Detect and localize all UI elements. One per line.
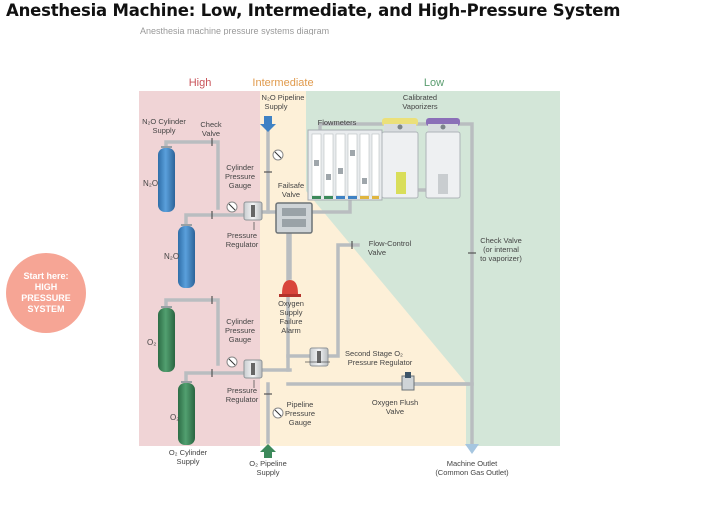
subtitle-clipped: Anesthesia machine pressure systems diag… <box>140 27 330 35</box>
cylinder-pressure-gauge-o2-icon <box>226 356 238 368</box>
vaporizer-1 <box>381 118 419 199</box>
n2o-cylinder-1: N₂O <box>143 146 175 212</box>
flowmeters-block <box>307 129 383 201</box>
oxygen-failure-alarm-icon <box>279 280 301 297</box>
pipeline-pressure-gauge-icon <box>272 407 284 419</box>
o2-cylinder-1: O₂ <box>147 306 175 372</box>
second-stage-regulator-icon <box>309 347 329 367</box>
machine-outlet-label: Machine Outlet(Common Gas Outlet) <box>435 459 509 477</box>
machine-outlet-arrow-icon <box>465 444 479 454</box>
n2o-pipeline-supply-arrow-icon <box>260 116 276 132</box>
n2o-pipeline-gauge-icon <box>272 149 284 161</box>
o2-cylinder-2: O₂ <box>170 381 195 445</box>
start-button-line2: HIGH PRESSURE <box>21 282 71 303</box>
oxygen-flush-valve-icon <box>401 372 415 391</box>
zone-label-low: Low <box>424 77 444 89</box>
vaporizer-2 <box>425 118 461 199</box>
failsafe-valve-icon <box>275 202 313 234</box>
n2o-cyl-1-label: N₂O <box>143 179 158 188</box>
page-title: Anesthesia Machine: Low, Intermediate, a… <box>6 1 621 20</box>
start-here-button[interactable]: Start here: HIGH PRESSURE SYSTEM <box>6 253 86 333</box>
label-pointers <box>253 222 330 388</box>
n2o-cyl-2-label: N₂O <box>164 252 179 261</box>
o2-cyl-2-label: O₂ <box>170 413 179 422</box>
o2-cyl-1-label: O₂ <box>147 338 156 347</box>
flowmeters-label: Flowmeters <box>318 118 357 127</box>
cylinder-pressure-gauge-n2o-icon <box>226 201 238 213</box>
pressure-regulator-n2o-icon <box>243 201 263 221</box>
check-valve-pipeline-icon <box>264 171 272 395</box>
high-pressure-zone <box>139 91 260 446</box>
zone-label-intermediate: Intermediate <box>252 77 313 89</box>
n2o-cylinder-2: N₂O <box>164 224 195 288</box>
start-button-line3: SYSTEM <box>27 304 65 314</box>
o2-pipeline-supply-arrow-icon <box>260 444 276 458</box>
start-button-line1: Start here: <box>23 271 69 281</box>
gas-pipes <box>164 122 474 446</box>
pressure-regulator-o2-icon <box>243 359 263 379</box>
zone-label-high: High <box>189 77 212 89</box>
